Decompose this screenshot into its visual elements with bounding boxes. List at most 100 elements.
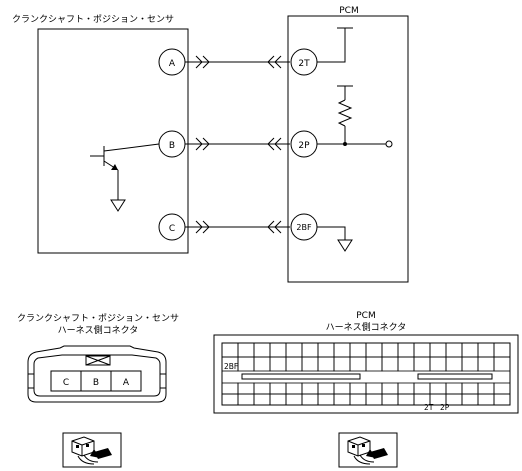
pull-up-resistor bbox=[337, 99, 353, 127]
sensor-title: クランクシャフト・ポジション・センサ bbox=[12, 14, 174, 25]
pcm-pin-cell bbox=[461, 393, 479, 406]
pcm-pin-cell bbox=[301, 393, 319, 406]
transistor-symbol bbox=[90, 143, 160, 212]
sensor-pin-c-label: C bbox=[169, 224, 175, 234]
pcm-pin-cell bbox=[381, 393, 399, 406]
pcm-pin-cell bbox=[477, 342, 495, 358]
pcm-pin-cell bbox=[221, 393, 239, 406]
pcm-pin-cell bbox=[445, 342, 463, 358]
pcm-pin-cell bbox=[285, 393, 303, 406]
pcm-pin-cell bbox=[429, 342, 447, 358]
connector-chevrons bbox=[195, 55, 282, 234]
pcm-connector-title-1: PCM bbox=[356, 311, 375, 321]
pcm-pin-cell bbox=[333, 393, 351, 406]
pcm-pin-cell bbox=[301, 356, 319, 372]
pcm-pin-cell bbox=[301, 342, 319, 358]
pcm-pin-cell bbox=[493, 356, 511, 372]
pcm-pin-cell bbox=[365, 356, 383, 372]
pcm-pin-cell bbox=[253, 393, 271, 406]
pcm-2p-output bbox=[385, 140, 393, 148]
pcm-pin-cell bbox=[397, 342, 415, 358]
pcm-pin-cell bbox=[269, 342, 287, 358]
pcm-box bbox=[287, 15, 409, 283]
pcm-pin-cell bbox=[413, 382, 431, 395]
pcm-pin-2t-label: 2T bbox=[298, 59, 310, 69]
pcm-pin-cell bbox=[237, 393, 255, 406]
pcm-harness-view-icon bbox=[338, 432, 398, 468]
pcm-pin-cell bbox=[285, 342, 303, 358]
pcm-pin-cell bbox=[477, 356, 495, 372]
pcm-2t-trace bbox=[317, 28, 346, 63]
pcm-pin-cell bbox=[349, 356, 367, 372]
pcm-pin-cell bbox=[397, 382, 415, 395]
sensor-connector-title-2: ハーネス側コネクタ bbox=[58, 324, 139, 336]
pcm-pin-cell bbox=[333, 356, 351, 372]
pcm-pin-cell bbox=[381, 356, 399, 372]
pcm-pin-cell bbox=[381, 382, 399, 395]
pcm-pin-cell bbox=[317, 393, 335, 406]
pcm-pin-cell bbox=[461, 342, 479, 358]
pcm-pin-cell bbox=[493, 342, 511, 358]
pcm-pin-cell bbox=[237, 342, 255, 358]
sensor-harness-connector bbox=[27, 345, 167, 403]
pcm-pin-cell bbox=[413, 342, 431, 358]
sensor-conn-pin-c: C bbox=[63, 378, 69, 388]
pcm-harness-connector bbox=[213, 334, 519, 414]
pcm-pin-cell bbox=[253, 382, 271, 395]
pcm-pin-cell bbox=[333, 342, 351, 358]
pcm-conn-label-2bf: 2BF bbox=[224, 362, 238, 371]
pcm-pin-cell bbox=[269, 356, 287, 372]
pcm-pin-cell bbox=[349, 342, 367, 358]
pcm-pin-cell bbox=[365, 393, 383, 406]
pcm-pin-cell bbox=[269, 382, 287, 395]
pcm-pin-cell bbox=[317, 356, 335, 372]
sensor-harness-view-icon bbox=[62, 432, 122, 468]
sensor-box bbox=[37, 28, 189, 254]
pcm-2bf-trace bbox=[317, 226, 346, 240]
sensor-pin-a-label: A bbox=[169, 59, 176, 69]
pcm-pin-cell bbox=[493, 393, 511, 406]
pcm-pin-cell bbox=[429, 356, 447, 372]
pcm-pin-cell bbox=[397, 393, 415, 406]
sensor-conn-pin-a: A bbox=[123, 378, 130, 388]
pcm-pin-cell bbox=[269, 393, 287, 406]
pcm-pin-cell bbox=[477, 393, 495, 406]
pcm-pin-cell bbox=[397, 356, 415, 372]
ground-symbol bbox=[337, 239, 353, 252]
sensor-conn-pin-b: B bbox=[93, 378, 99, 388]
pcm-connector-title-2: ハーネス側コネクタ bbox=[326, 321, 407, 333]
pcm-pin-cell bbox=[221, 382, 239, 395]
pcm-pin-2p-label: 2P bbox=[298, 141, 310, 151]
pcm-pin-cell bbox=[317, 382, 335, 395]
pcm-pin-grid-top bbox=[221, 342, 511, 372]
sensor-pin-b-label: B bbox=[169, 141, 175, 151]
pcm-title: PCM bbox=[339, 6, 358, 16]
pcm-pin-cell bbox=[381, 342, 399, 358]
pcm-pin-grid-bottom bbox=[221, 382, 511, 406]
pcm-pin-cell bbox=[301, 382, 319, 395]
pcm-pin-2bf-label: 2BF bbox=[296, 223, 312, 232]
pcm-pin-cell bbox=[253, 356, 271, 372]
pcm-pin-cell bbox=[349, 382, 367, 395]
pcm-pin-cell bbox=[317, 342, 335, 358]
sensor-pin-a bbox=[158, 48, 186, 76]
pcm-pin-cell bbox=[237, 382, 255, 395]
pcm-pin-cell bbox=[253, 342, 271, 358]
pcm-pin-cell bbox=[365, 342, 383, 358]
pcm-pin-cell bbox=[461, 356, 479, 372]
sensor-pin-c bbox=[158, 213, 186, 241]
pcm-pin-cell bbox=[285, 382, 303, 395]
sensor-connector-title-1: クランクシャフト・ポジション・センサ bbox=[17, 313, 179, 324]
pcm-pin-cell bbox=[429, 382, 447, 395]
pcm-conn-label-2t: 2T bbox=[424, 403, 434, 412]
pcm-pin-cell bbox=[237, 356, 255, 372]
pcm-pin-cell bbox=[445, 382, 463, 395]
pcm-pin-cell bbox=[445, 356, 463, 372]
pcm-pin-cell bbox=[285, 356, 303, 372]
pcm-pin-cell bbox=[333, 382, 351, 395]
pcm-pin-cell bbox=[221, 342, 239, 358]
pcm-conn-label-2p: 2P bbox=[440, 403, 450, 412]
pcm-pin-cell bbox=[477, 382, 495, 395]
pcm-pin-cell bbox=[461, 382, 479, 395]
